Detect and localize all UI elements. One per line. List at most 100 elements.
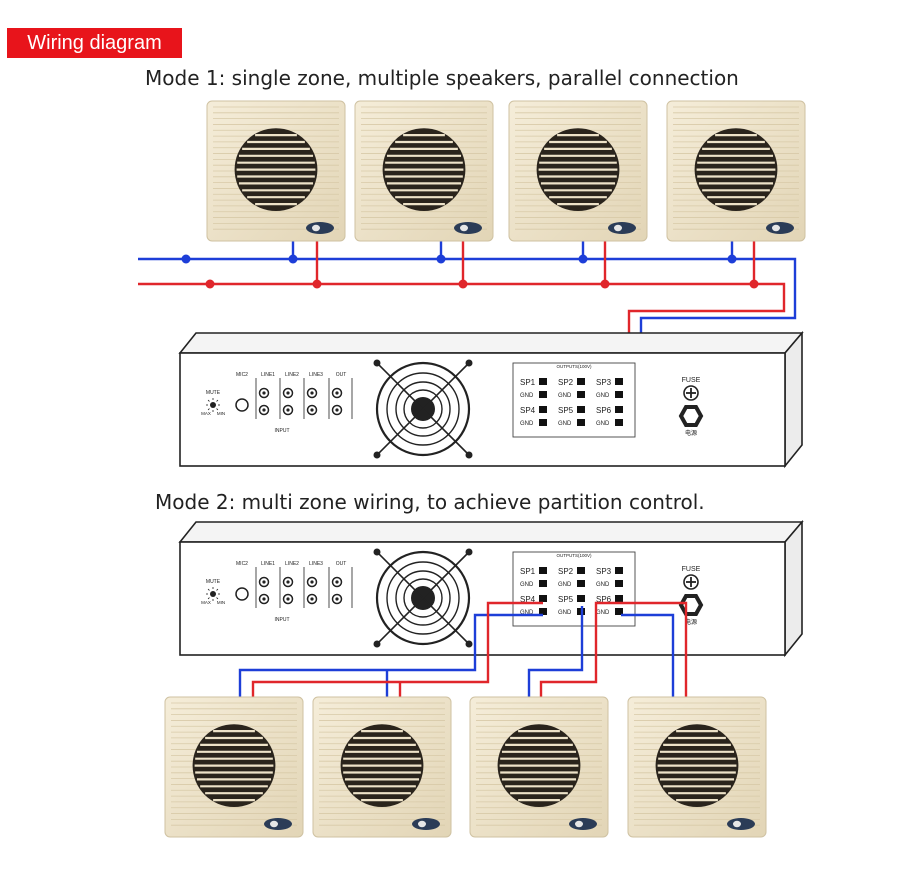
terminal-block <box>539 567 547 574</box>
fan-grille-icon <box>373 548 473 648</box>
zone-wire-red <box>621 601 688 700</box>
zone-wire-red <box>539 601 621 700</box>
outputs-header: OUTPUTS(100V) <box>556 364 592 369</box>
terminal-sp-label: SP4 <box>520 595 536 604</box>
amplifier-mode2: MUTE MAX MIN MIC2 LINE1 LINE2 LINE3 OUT INPUT OUT… <box>178 519 804 658</box>
mic-jack-icon <box>235 587 249 601</box>
terminal-gnd-label: GND <box>520 582 534 588</box>
terminal-block <box>615 419 623 426</box>
junction-dot <box>181 254 191 264</box>
zone-wire-blue <box>238 613 543 700</box>
wall-speaker <box>354 100 494 242</box>
terminal-block <box>539 378 547 385</box>
mode2-title: Mode 2: multi zone wiring, to achieve pa… <box>155 490 705 514</box>
terminal-sp-label: SP5 <box>558 406 574 415</box>
input-label: INPUT <box>275 617 290 623</box>
mode1-speakers <box>206 100 806 242</box>
terminal-sp-label: SP1 <box>520 378 536 387</box>
terminal-block <box>615 567 623 574</box>
terminal-gnd-label: GND <box>558 582 572 588</box>
terminal-block <box>539 406 547 413</box>
terminal-gnd-label: GND <box>558 421 572 427</box>
input-group-label: OUT <box>336 372 347 378</box>
terminal-block <box>615 391 623 398</box>
terminal-gnd-label: GND <box>520 610 534 616</box>
input-group-label: LINE1 <box>261 561 275 567</box>
terminal-block <box>577 391 585 398</box>
wall-speaker <box>206 100 346 242</box>
terminal-sp-label: SP3 <box>596 567 612 576</box>
terminal-sp-label: SP5 <box>558 595 574 604</box>
mode2-wires <box>238 601 688 700</box>
terminal-gnd-label: GND <box>520 421 534 427</box>
junction-dot <box>312 279 322 289</box>
zone-wire-red <box>251 601 543 700</box>
wall-speaker <box>469 696 609 838</box>
input-group-label: LINE2 <box>285 372 299 378</box>
terminal-block <box>539 391 547 398</box>
volume-knob-icon <box>210 591 216 597</box>
min-label: MIN <box>217 411 225 416</box>
terminal-block <box>577 567 585 574</box>
power-label: 电源 <box>685 429 697 437</box>
terminal-block <box>539 419 547 426</box>
junction-dot <box>288 254 298 264</box>
max-label: MAX <box>201 411 211 416</box>
outputs-header: OUTPUTS(100V) <box>556 553 592 558</box>
junction-dot <box>205 279 215 289</box>
input-group-label: LINE3 <box>309 372 323 378</box>
mute-label: MUTE <box>206 390 221 396</box>
terminal-block <box>539 608 547 615</box>
terminal-gnd-label: GND <box>596 393 610 399</box>
wall-speaker <box>666 100 806 242</box>
power-button-icon <box>678 594 704 616</box>
terminal-gnd-label: GND <box>596 582 610 588</box>
terminal-gnd-label: GND <box>558 393 572 399</box>
mic2-label: MIC2 <box>236 372 248 378</box>
terminal-block <box>615 608 623 615</box>
amp-top-panel <box>178 521 804 543</box>
mode2-speakers <box>164 696 767 838</box>
terminal-sp-label: SP2 <box>558 378 574 387</box>
fuse-label: FUSE <box>682 566 701 573</box>
junction-dot <box>600 279 610 289</box>
terminal-sp-label: SP2 <box>558 567 574 576</box>
input-group-label: LINE1 <box>261 372 275 378</box>
terminal-gnd-label: GND <box>520 393 534 399</box>
fuse-label: FUSE <box>682 377 701 384</box>
mute-label: MUTE <box>206 579 221 585</box>
terminal-block <box>577 595 585 602</box>
min-label: MIN <box>217 600 225 605</box>
mic-jack-icon <box>235 398 249 412</box>
junction-dot <box>458 279 468 289</box>
fan-grille-icon <box>373 359 473 459</box>
mic2-label: MIC2 <box>236 561 248 567</box>
power-button-icon <box>678 405 704 427</box>
terminal-block <box>539 580 547 587</box>
junction-dot <box>436 254 446 264</box>
terminal-sp-label: SP3 <box>596 378 612 387</box>
amp-side-panel <box>784 330 803 469</box>
terminal-block <box>539 595 547 602</box>
input-group-label: LINE2 <box>285 561 299 567</box>
volume-knob-icon <box>210 402 216 408</box>
terminal-gnd-label: GND <box>596 610 610 616</box>
terminal-gnd-label: GND <box>558 610 572 616</box>
terminal-block <box>577 419 585 426</box>
terminal-block <box>615 595 623 602</box>
wall-speaker <box>312 696 452 838</box>
power-label: 电源 <box>685 618 697 626</box>
terminal-gnd-label: GND <box>596 421 610 427</box>
terminal-sp-label: SP6 <box>596 595 612 604</box>
terminal-block <box>577 378 585 385</box>
input-group-label: LINE3 <box>309 561 323 567</box>
terminal-block <box>615 580 623 587</box>
terminal-sp-label: SP4 <box>520 406 536 415</box>
outputs-panel <box>512 362 636 438</box>
junction-dot <box>749 279 759 289</box>
max-label: MAX <box>201 600 211 605</box>
mode1-title: Mode 1: single zone, multiple speakers, … <box>145 66 739 90</box>
input-group-label: OUT <box>336 561 347 567</box>
